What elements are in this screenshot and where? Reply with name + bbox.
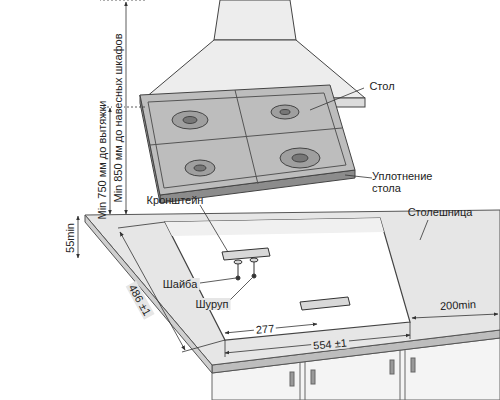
part-label: Стол <box>367 80 396 92</box>
dimension-label: 55min <box>64 221 76 255</box>
dimension-label: Min 850 мм до навесных шкафов <box>112 31 124 204</box>
bracket-and-screws <box>222 248 350 310</box>
part-label: Столешница <box>406 206 475 218</box>
hob <box>140 85 355 203</box>
part-label: Шайба <box>161 278 200 290</box>
part-label: Кронштейн <box>145 194 206 206</box>
dimension-lines <box>78 0 498 357</box>
part-label: Уплотнение стола <box>370 170 454 194</box>
part-label: Шуруп <box>194 298 231 310</box>
leader-lines <box>200 88 428 300</box>
dimension-label: 277 <box>253 322 276 336</box>
dimension-label: 200min <box>438 298 479 312</box>
dimension-label: Min 750 мм до вытяжки <box>96 98 108 221</box>
countertop <box>85 210 500 373</box>
cutout <box>165 218 410 340</box>
